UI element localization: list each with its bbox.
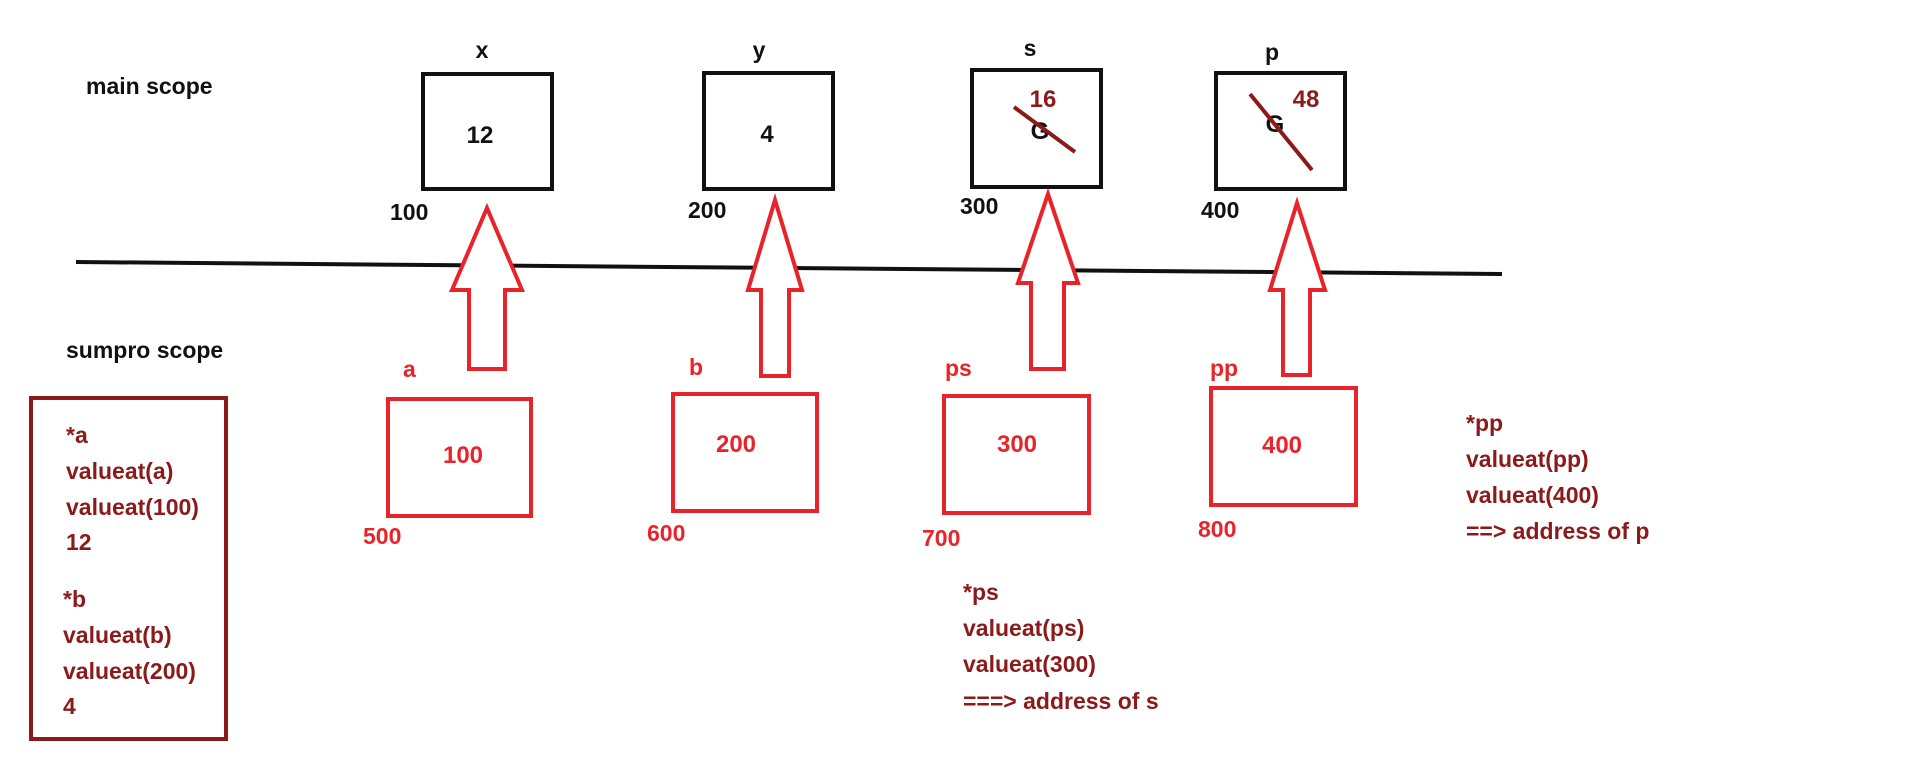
pointer-address: 700 (922, 525, 960, 551)
variable-value: 4 (760, 121, 774, 148)
pointer-value: 200 (716, 431, 756, 458)
note-line: 4 (63, 693, 76, 719)
pointer-b: b 200 600 (647, 354, 819, 546)
variable-box (702, 71, 835, 191)
variable-address: 100 (390, 199, 428, 225)
pointer-ps: ps 300 700 (922, 355, 1091, 551)
new-value: 16 (1030, 86, 1057, 113)
pointer-name: pp (1210, 355, 1238, 381)
variable-name: x (476, 37, 489, 63)
dereference-notes-box (29, 396, 228, 741)
pointer-name: ps (945, 355, 972, 381)
note-line: valueat(a) (66, 458, 173, 484)
note-line: valueat(100) (66, 494, 199, 520)
pointer-box (386, 397, 533, 518)
sumpro-scope-label: sumpro scope (66, 337, 223, 363)
ps-dereference-note: *ps valueat(ps) valueat(300) ===> addres… (963, 579, 1159, 714)
pointer-a: a 100 500 (363, 356, 533, 549)
variable-name: p (1265, 39, 1279, 65)
pointer-address: 500 (363, 523, 401, 549)
variable-box (1214, 71, 1347, 191)
pointer-value: 100 (443, 442, 483, 469)
note-line: valueat(300) (963, 651, 1096, 677)
note-line: valueat(b) (63, 622, 172, 648)
note-line: *b (63, 586, 86, 612)
variable-value: 12 (467, 122, 494, 149)
pointer-arrow-a (448, 202, 526, 371)
pointer-name: b (689, 354, 703, 380)
note-line: 12 (66, 529, 92, 555)
note-line: valueat(pp) (1466, 446, 1589, 472)
note-line: ===> address of s (963, 688, 1159, 714)
pointer-box (671, 392, 819, 513)
strike-through-mark (1012, 105, 1077, 154)
note-line: *ps (963, 579, 999, 605)
variable-y: y 4 200 (688, 37, 835, 223)
variable-p: p G 48 400 (1201, 39, 1347, 223)
pointer-arrow-b (745, 193, 805, 378)
strike-through-mark (1248, 92, 1314, 172)
pointer-arrow-pp (1267, 196, 1328, 377)
variable-name: y (753, 37, 766, 63)
pointer-address: 800 (1198, 516, 1236, 542)
pointer-arrow-ps (1015, 187, 1081, 371)
note-line: ==> address of p (1466, 518, 1649, 544)
note-line: valueat(200) (63, 658, 196, 684)
variable-s: s G 16 300 (960, 35, 1103, 219)
variable-address: 200 (688, 197, 726, 223)
pointer-box (942, 394, 1091, 515)
note-line: valueat(400) (1466, 482, 1599, 508)
note-line: *a (66, 422, 88, 448)
pointer-pp: pp 400 800 (1198, 355, 1358, 542)
dereference-notes: *a valueat(a) valueat(100) 12 *b valueat… (63, 422, 199, 719)
variable-box (970, 68, 1103, 189)
variable-name: s (1024, 35, 1037, 61)
variable-box (421, 72, 554, 191)
note-line: valueat(ps) (963, 615, 1084, 641)
main-scope-label: main scope (86, 73, 213, 99)
note-line: *pp (1466, 410, 1503, 436)
variable-address: 400 (1201, 197, 1239, 223)
pointer-value: 300 (997, 431, 1037, 458)
pointer-name: a (403, 356, 416, 382)
pointer-box (1209, 386, 1358, 507)
pointer-value: 400 (1262, 432, 1302, 459)
pp-dereference-note: *pp valueat(pp) valueat(400) ==> address… (1466, 410, 1649, 544)
variable-address: 300 (960, 193, 998, 219)
new-value: 48 (1293, 86, 1320, 113)
variable-x: x 12 100 (390, 37, 554, 225)
pointer-address: 600 (647, 520, 685, 546)
